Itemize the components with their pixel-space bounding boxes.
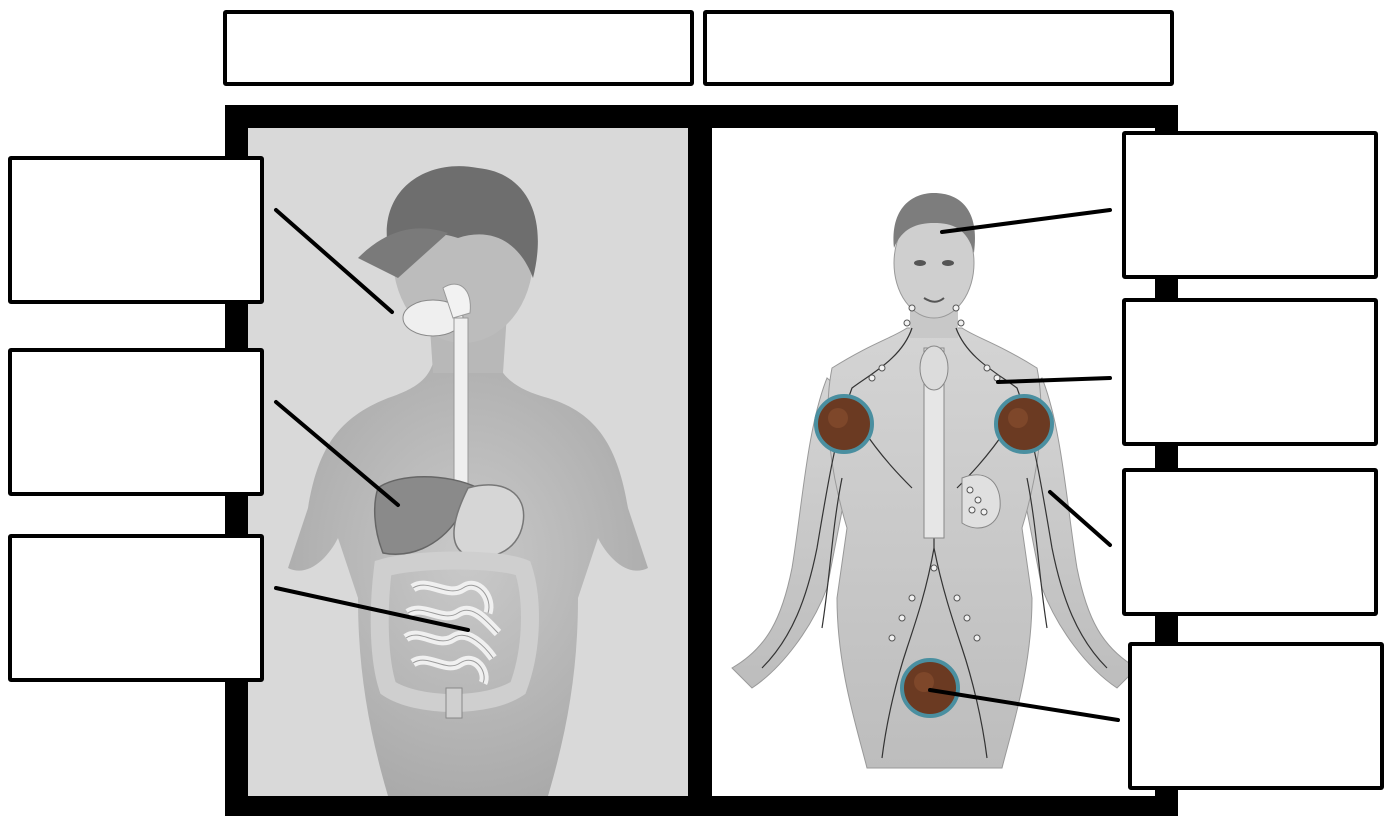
label-box-head[interactable]	[1122, 131, 1378, 279]
label-box-groin[interactable]	[1128, 642, 1384, 790]
highlighted-node-groin	[902, 660, 958, 716]
lymphatic-system-panel	[712, 128, 1155, 796]
label-box-intestine[interactable]	[8, 534, 264, 682]
lymphatic-figure	[712, 128, 1155, 796]
header-left-box[interactable]	[223, 10, 694, 86]
label-box-arm[interactable]	[1122, 468, 1378, 616]
esophagus	[454, 318, 468, 488]
label-box-mouth[interactable]	[8, 156, 264, 304]
highlighted-node-right-axilla	[996, 396, 1052, 452]
digestive-figure	[248, 128, 688, 796]
label-box-liver[interactable]	[8, 348, 264, 496]
header-right-box[interactable]	[703, 10, 1174, 86]
label-box-shoulder[interactable]	[1122, 298, 1378, 446]
digestive-system-panel	[248, 128, 688, 796]
highlighted-node-left-axilla	[816, 396, 872, 452]
